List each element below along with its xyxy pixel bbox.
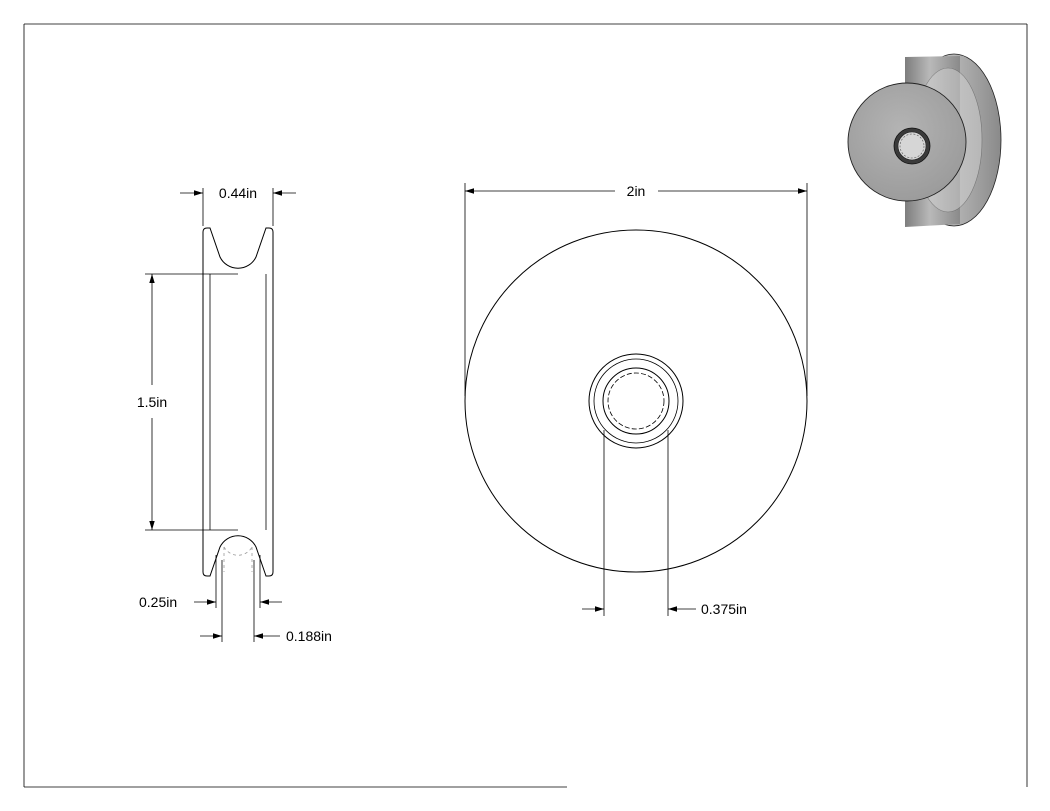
dim-width-label: 0.44in: [219, 185, 257, 201]
dim-inner-diameter: 1.5in: [137, 273, 238, 531]
outer-circle: [464, 229, 808, 573]
dim-groove-offset-label: 0.25in: [139, 594, 177, 610]
side-view-outline: [202, 227, 274, 577]
side-view: [202, 227, 274, 577]
hub-inner-circle: [593, 358, 679, 444]
sheet-border: [23, 23, 1028, 788]
dim-inner-diameter-label: 1.5in: [137, 394, 167, 410]
dim-outer-diameter-label: 2in: [627, 183, 646, 199]
dim-groove-width-label: 0.188in: [286, 628, 332, 644]
front-view: [464, 229, 808, 573]
dim-width: 0.44in: [180, 185, 296, 226]
dim-groove-width: 0.188in: [200, 560, 332, 644]
spline-circle: [607, 372, 665, 430]
dim-bore-diameter: 0.375in: [582, 430, 747, 617]
dim-groove-offset: 0.25in: [139, 555, 282, 610]
bore-circle: [602, 367, 670, 435]
hub-outer-circle: [588, 353, 684, 449]
dim-outer-diameter: 2in: [464, 183, 808, 396]
dim-bore-diameter-label: 0.375in: [701, 601, 747, 617]
pulley-3d-render: [847, 53, 1002, 227]
